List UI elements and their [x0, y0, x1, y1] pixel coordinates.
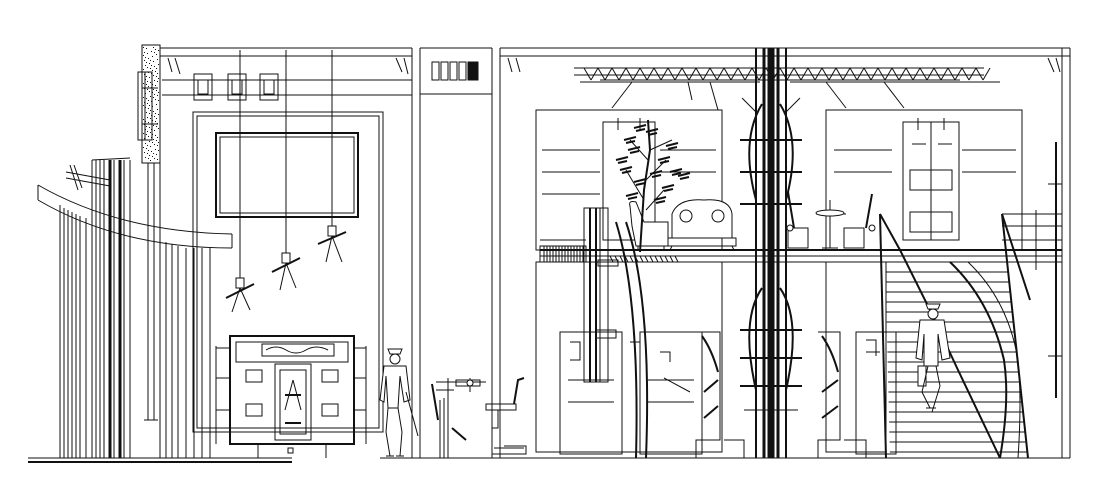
tower-sign: [431, 61, 479, 81]
lantern-row: [193, 73, 279, 101]
mezzanine-furniture: [629, 191, 876, 251]
lower-wall-panels: [535, 261, 897, 455]
truss-web: [583, 67, 991, 81]
vertical-banner: [583, 207, 649, 459]
curved-facade-left: [37, 157, 233, 458]
staircase: [879, 142, 1062, 459]
upper-wall-panels: [535, 109, 1023, 251]
potted-tree-icon: [615, 119, 691, 253]
central-tower: [420, 47, 527, 458]
stair-treads: [885, 261, 1028, 453]
floor-edge-ticks: [543, 246, 679, 263]
left-pavilion: [159, 47, 421, 458]
person-walking-icon: [379, 348, 419, 457]
dotted-pillar: [137, 44, 161, 421]
central-column: [740, 47, 802, 459]
ground-line: [28, 457, 1070, 463]
display-racks: [695, 331, 867, 459]
display-cabinet: [215, 335, 367, 458]
track-spotlight-icon: [225, 225, 347, 313]
person-climbing-stairs-icon: [915, 303, 951, 413]
mezzanine-floor: [539, 239, 1062, 263]
tree-leaves: [615, 124, 691, 204]
